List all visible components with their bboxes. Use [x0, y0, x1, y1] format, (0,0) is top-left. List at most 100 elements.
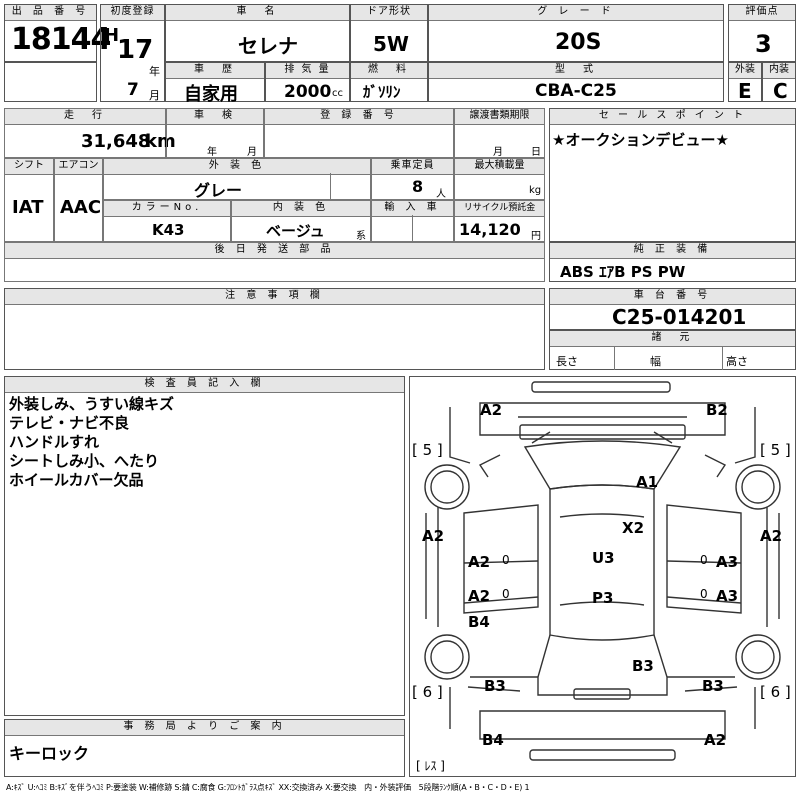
grade-box: グ レ ー ド 20S: [428, 4, 724, 62]
spare-tire-mark: [ ﾚｽ ]: [416, 759, 445, 773]
exterior-color: グレー: [194, 181, 243, 200]
chassis: C25-014201: [612, 305, 747, 329]
damage-mark: B3: [484, 677, 506, 695]
tire-mark: [ 5 ]: [760, 441, 791, 459]
damage-mark: X2: [622, 519, 645, 537]
equipment: ABS ｴｱB PS PW: [560, 263, 686, 281]
insp-year-unit: 年: [207, 147, 217, 158]
inspector-line: シートしみ小、へたり: [9, 452, 160, 470]
insp-month-unit: 月: [247, 147, 257, 158]
max-load-cell: 最大積載量 kg: [454, 158, 545, 200]
score-label: 評価点: [729, 5, 795, 21]
interior-color-label: 内 装 色: [232, 201, 370, 217]
legend: A:ｷｽﾞ U:ﾍｺﾐ B:ｷｽﾞを伴うﾍｺﾐ P:要塗装 W:補修跡 S:錆 …: [6, 783, 530, 792]
recycle-label: リサイクル預託金: [455, 201, 544, 217]
sales-point-box: セ ー ル ス ポ イ ン ト ★オークションデビュー★: [549, 108, 796, 242]
specs-divider-2: [722, 346, 723, 370]
model: CBA-C25: [535, 81, 617, 101]
car-diagram: [424, 381, 781, 761]
grade: 20S: [555, 30, 602, 55]
chassis-label: 車 台 番 号: [550, 289, 795, 305]
damage-mark: P3: [592, 589, 614, 607]
later-parts-label: 後 日 発 送 部 品: [5, 243, 544, 259]
specs-divider-1: [614, 346, 615, 370]
mileage: 31,648: [81, 131, 151, 152]
exterior-color-cell: 外 装 色 グレー: [103, 158, 371, 200]
damage-mark: A2: [480, 401, 503, 419]
inspection-cell: 車 検 年 月: [166, 108, 264, 158]
door-box: ドア形状 5W: [350, 4, 428, 62]
model-label: 型 式: [429, 63, 723, 79]
fuel-label: 燃 料: [351, 63, 427, 79]
transfer-month-unit: 月: [493, 147, 503, 158]
displacement-label: 排 気 量: [266, 63, 349, 79]
registration-label: 登 録 番 号: [265, 109, 453, 125]
inspector-line: 外装しみ、うすい線キズ: [9, 395, 175, 413]
damage-mark: B3: [632, 657, 654, 675]
lot-box: 出 品 番 号 18144: [4, 4, 111, 62]
car-name-box: 車 名 セレナ: [165, 4, 350, 62]
capacity: 8: [412, 177, 424, 196]
max-load-unit: kg: [529, 185, 542, 196]
era: H: [104, 25, 120, 46]
notes-label: 注 意 事 項 欄: [5, 289, 544, 305]
score-box: 評価点 3: [728, 4, 796, 62]
small-mark: 0: [502, 553, 510, 567]
exterior-color-label: 外 装 色: [104, 159, 370, 175]
damage-mark: B4: [482, 731, 504, 749]
damage-mark: A2: [468, 587, 491, 605]
specs-box: 諸 元 長さ 幅 高さ: [549, 330, 796, 370]
month: 7: [127, 80, 139, 100]
interior-color-cell: 内 装 色 ベージュ 系: [231, 200, 371, 242]
color-no-cell: カラーNo. K43: [103, 200, 231, 242]
damage-mark: A3: [716, 587, 739, 605]
mileage-cell: 走 行 31,648 km: [4, 108, 176, 158]
notes-box: 注 意 事 項 欄: [4, 288, 545, 370]
capacity-unit: 人: [436, 189, 446, 200]
ac-cell: エアコン AAC: [54, 158, 103, 242]
specs-label: 諸 元: [550, 331, 795, 347]
ac-label: エアコン: [55, 159, 102, 175]
sales-point: ★オークションデビュー★: [552, 131, 729, 149]
height-label: 高さ: [726, 355, 748, 368]
sales-point-label: セ ー ル ス ポ イ ン ト: [550, 109, 795, 125]
damage-mark: A2: [422, 527, 445, 545]
chassis-box: 車 台 番 号 C25-014201: [549, 288, 796, 330]
equipment-label: 純 正 装 備: [550, 243, 795, 259]
office-label: 事 務 局 よ り ご 案 内: [5, 720, 404, 736]
damage-mark: A2: [760, 527, 783, 545]
inspection-label: 車 検: [167, 109, 263, 125]
shift-label: シフト: [5, 159, 53, 175]
fuel: ｶﾞｿﾘﾝ: [363, 83, 401, 101]
door-label: ドア形状: [351, 5, 427, 21]
damage-mark: A2: [468, 553, 491, 571]
first-reg-label: 初度登録: [101, 5, 164, 21]
exterior-grade-box: 外装 E: [728, 62, 762, 103]
month-unit: 月: [149, 89, 160, 102]
history-label: 車 歴: [166, 63, 264, 79]
grade-label: グ レ ー ド: [429, 5, 723, 21]
inspector-box: 検 査 員 記 入 欄 外装しみ、うすい線キズ テレビ・ナビ不良 ハンドルすれ …: [4, 376, 405, 716]
later-parts-cell: 後 日 発 送 部 品: [4, 242, 545, 282]
tire-mark: [ 6 ]: [760, 683, 791, 701]
inspector-lines: 外装しみ、うすい線キズ テレビ・ナビ不良 ハンドルすれ シートしみ小、へたり ホ…: [9, 395, 174, 490]
width-label: 幅: [650, 355, 661, 368]
car-name-label: 車 名: [166, 5, 349, 21]
interior-grade: C: [773, 79, 788, 103]
exterior-grade: E: [738, 79, 752, 103]
small-mark: 0: [700, 553, 708, 567]
score: 3: [755, 30, 772, 58]
registration-cell: 登 録 番 号: [264, 108, 454, 158]
ac: AAC: [60, 197, 102, 218]
tire-mark: [ 6 ]: [412, 683, 443, 701]
inspector-line: テレビ・ナビ不良: [9, 414, 130, 432]
lot-number: 18144: [11, 22, 111, 57]
inspector-line: ホイールカバー欠品: [9, 471, 144, 489]
color-no-label: カラーNo.: [104, 201, 230, 217]
capacity-cell: 乗車定員 8 人: [371, 158, 454, 200]
tire-mark: [ 5 ]: [412, 441, 443, 459]
color-no: K43: [152, 221, 185, 239]
small-mark: 0: [700, 587, 708, 601]
interior-grade-box: 内装 C: [762, 62, 796, 103]
displacement: 2000: [284, 82, 332, 102]
